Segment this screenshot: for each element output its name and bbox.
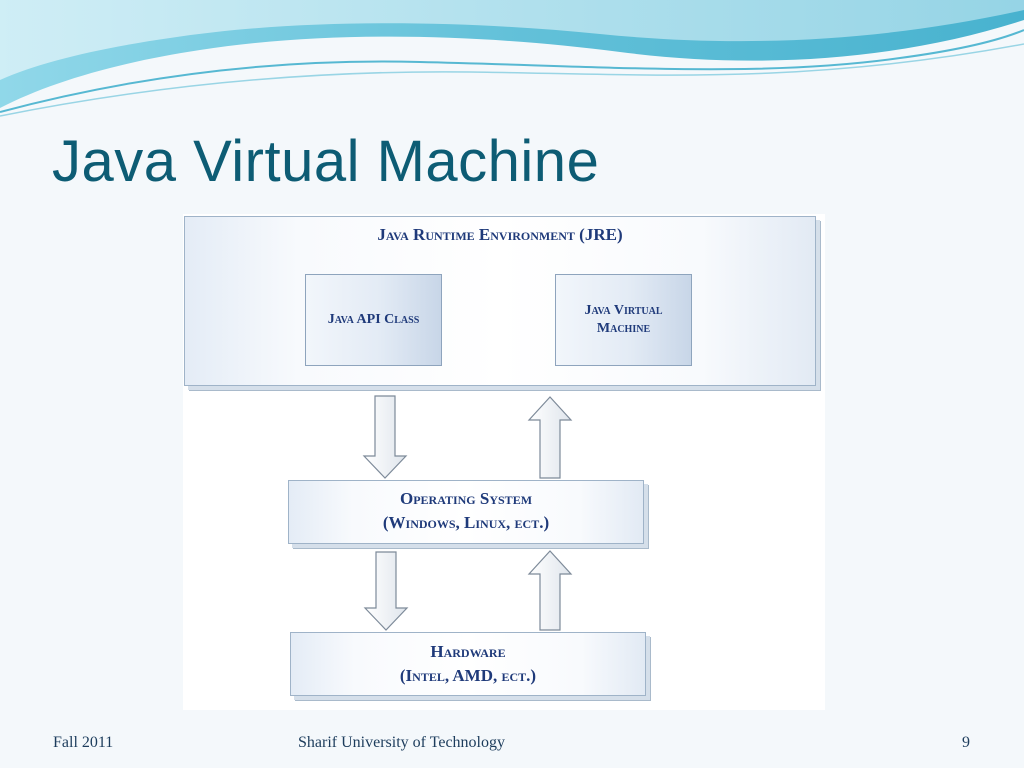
- arrow-up-os-to-jre: [527, 396, 573, 479]
- java-api-class-label: Java API Class: [327, 312, 420, 327]
- jvm-label: Java Virtual Machine: [585, 302, 663, 338]
- decorative-wave-header: [0, 0, 1024, 117]
- jvm-label-line2: Machine: [596, 321, 651, 336]
- footer-date: Fall 2011: [53, 734, 114, 751]
- jvm-box: Java Virtual Machine: [555, 274, 692, 366]
- arrow-up-hardware-to-os: [527, 550, 573, 631]
- hardware-label: Hardware (Intel, AMD, ect.): [291, 640, 645, 688]
- java-api-class-box: Java API Class: [305, 274, 442, 366]
- operating-system-examples: (Windows, Linux, ect.): [382, 513, 550, 532]
- hardware-examples: (Intel, AMD, ect.): [399, 666, 537, 685]
- jre-label: Java Runtime Environment (JRE): [377, 225, 623, 244]
- jre-box: Java Runtime Environment (JRE) Java API …: [184, 216, 816, 386]
- operating-system-box: Operating System (Windows, Linux, ect.): [288, 480, 644, 544]
- operating-system-title: Operating System: [399, 489, 533, 508]
- footer-page-number: 9: [962, 734, 970, 751]
- hardware-title: Hardware: [430, 642, 506, 661]
- arrow-down-jre-to-os: [362, 395, 408, 479]
- jvm-label-line1: Java Virtual: [584, 303, 663, 318]
- hardware-box: Hardware (Intel, AMD, ect.): [290, 632, 646, 696]
- arrow-down-os-to-hardware: [363, 551, 409, 631]
- operating-system-label: Operating System (Windows, Linux, ect.): [289, 487, 643, 535]
- slide-title: Java Virtual Machine: [52, 129, 600, 194]
- footer-institution: Sharif University of Technology: [298, 734, 505, 751]
